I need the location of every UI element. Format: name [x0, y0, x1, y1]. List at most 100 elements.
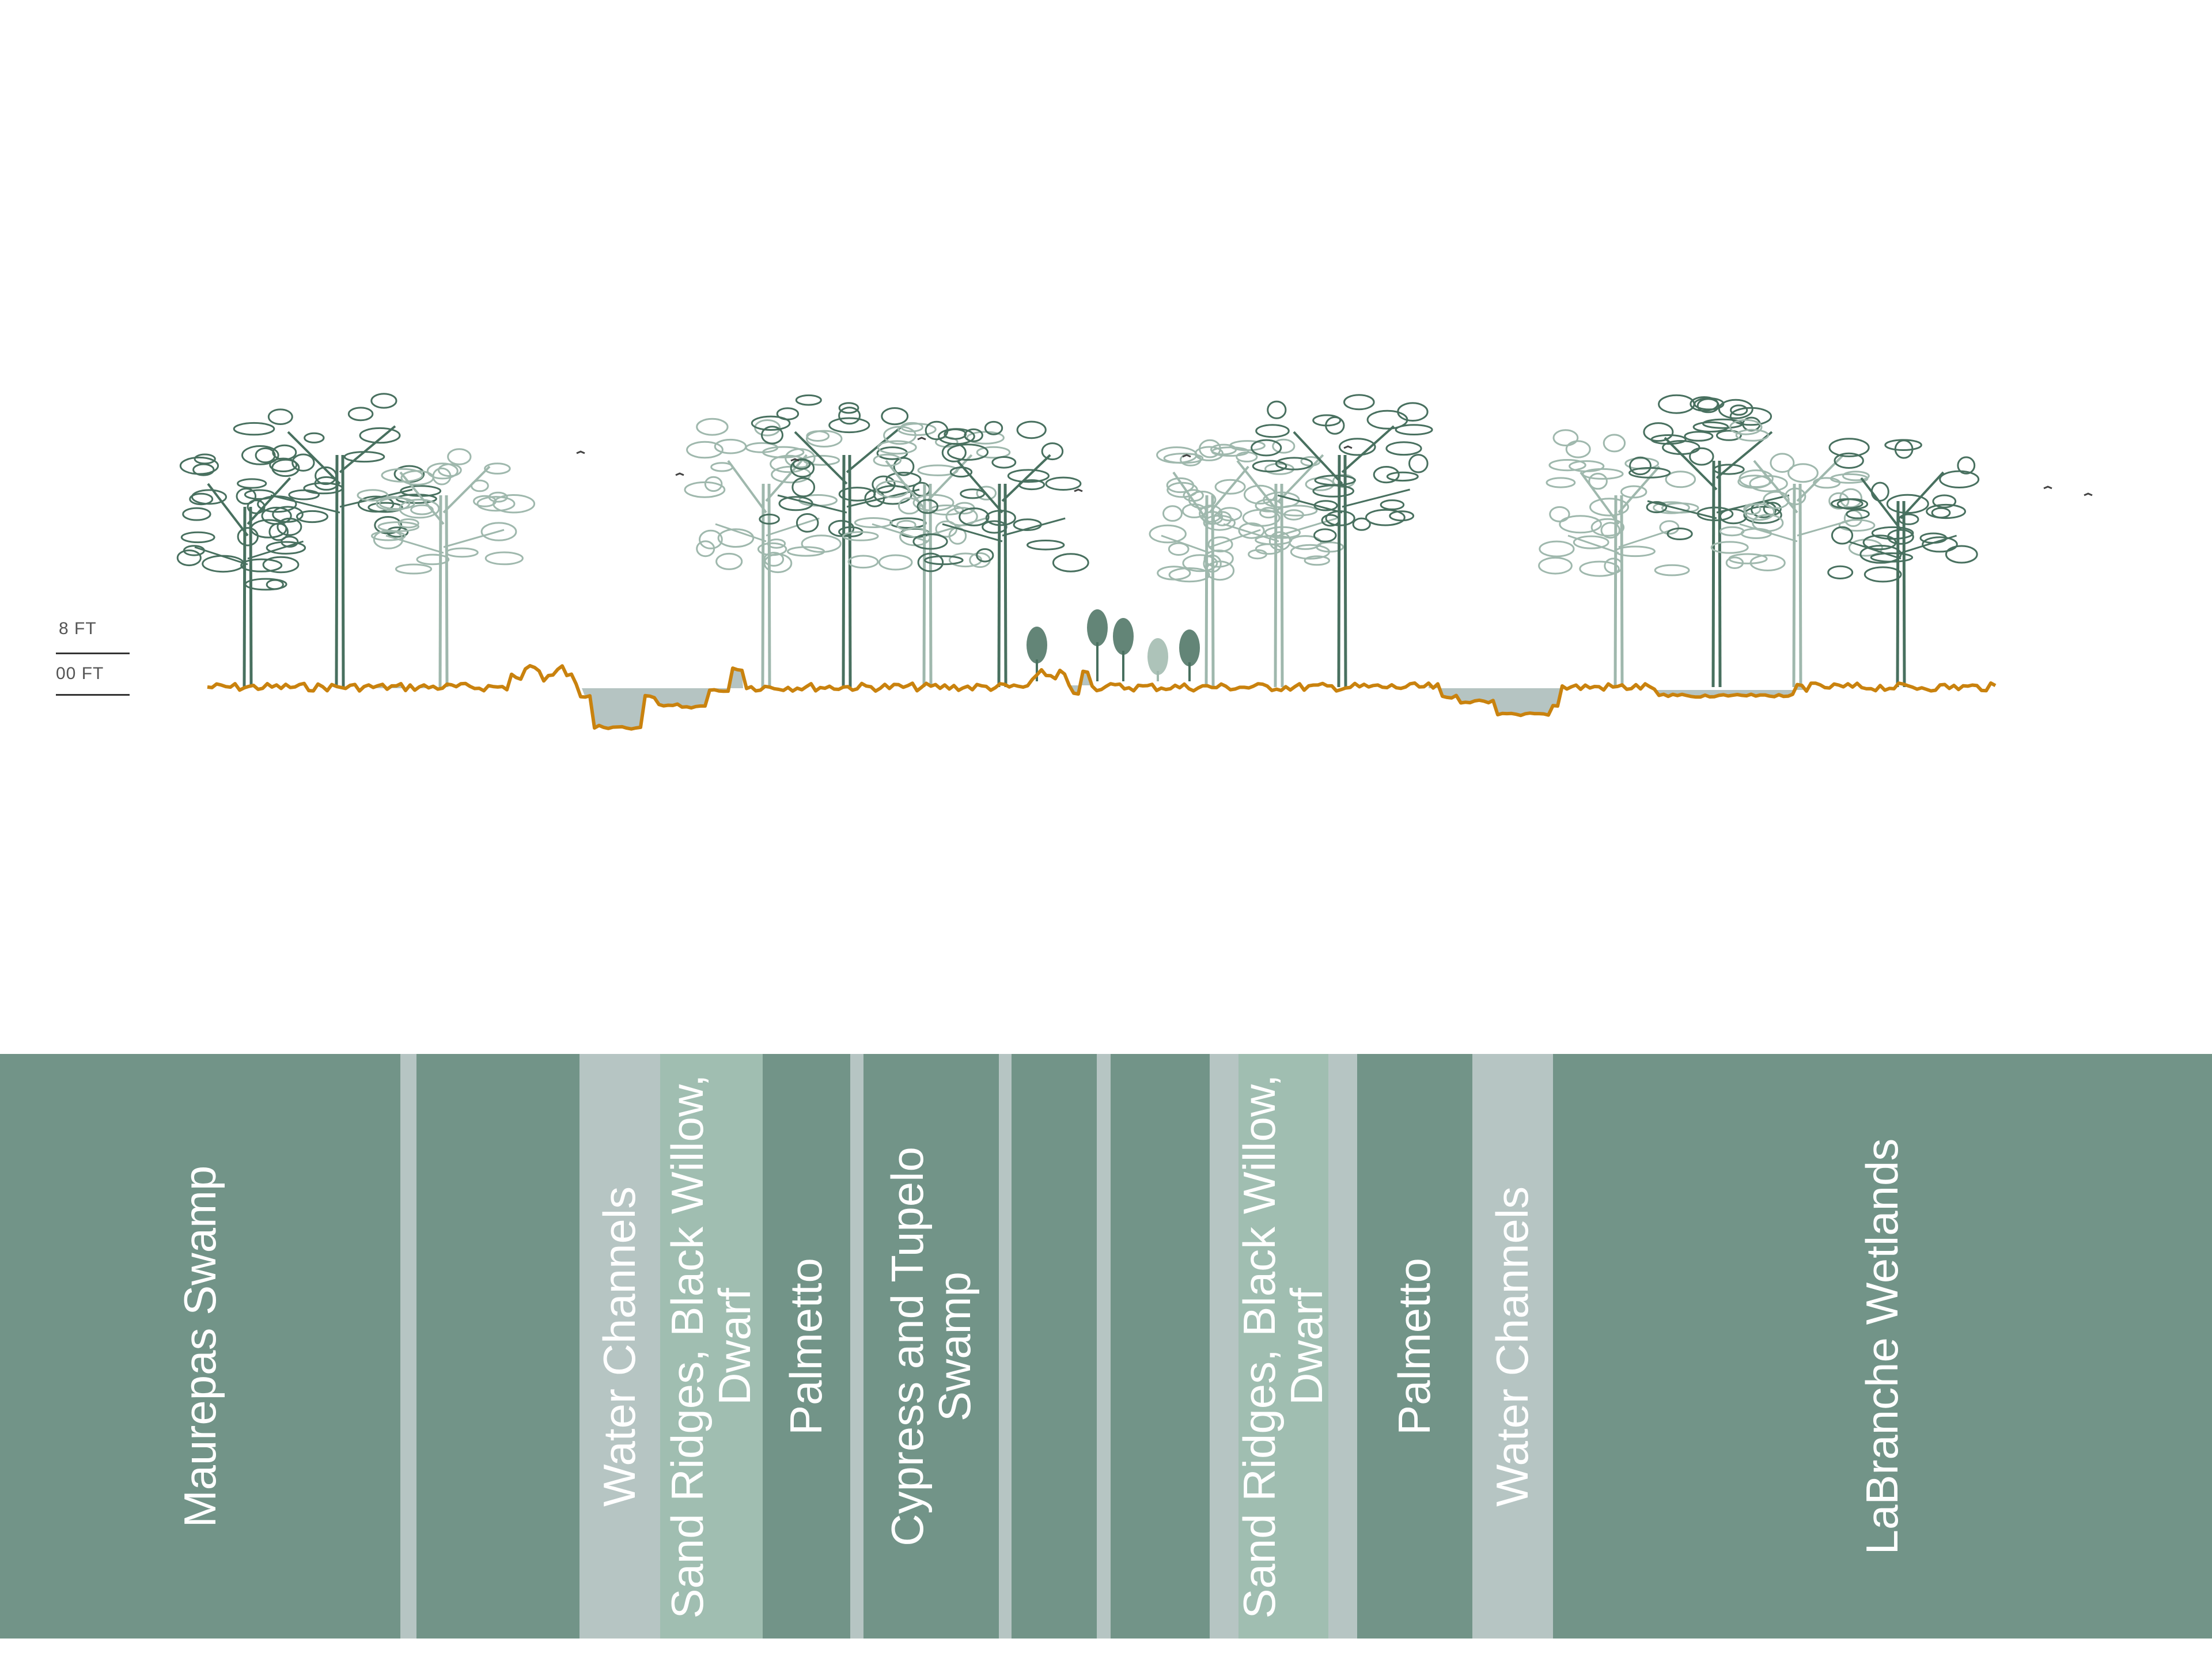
tree-foliage	[877, 440, 917, 455]
tree-branch	[270, 494, 340, 514]
tree-foliage	[1251, 439, 1282, 457]
tree-foliage	[255, 447, 276, 464]
tree-foliage	[778, 496, 813, 511]
band-divider	[1210, 1054, 1238, 1639]
tree-foliage	[878, 554, 913, 571]
tree-foliage	[924, 555, 964, 566]
tree-foliage	[1590, 518, 1625, 537]
tree-foliage	[1255, 534, 1293, 545]
tree-foliage	[281, 536, 299, 548]
tree-foliage	[1263, 491, 1300, 509]
tree-foliage	[759, 513, 780, 525]
tree-foliage	[1539, 540, 1575, 557]
tree	[684, 418, 843, 688]
tree-foliage	[373, 529, 404, 549]
tree-foliage	[416, 553, 450, 566]
tree-foliage	[1659, 520, 1680, 535]
tree-foliage	[315, 466, 338, 486]
tree-foliage	[1162, 505, 1183, 522]
willow-canopy	[1113, 618, 1134, 655]
willow-canopy	[1087, 609, 1108, 646]
tree-foliage	[787, 546, 825, 557]
tree-foliage	[247, 499, 266, 514]
tree-foliage	[180, 531, 215, 544]
band-divider	[850, 1054, 863, 1639]
tree-branch	[942, 523, 1003, 543]
tree-foliage	[801, 534, 842, 553]
tree-foliage	[864, 489, 885, 507]
tree-foliage	[1052, 553, 1089, 572]
scale-label-bottom: 00 FT	[56, 664, 104, 683]
tree-foliage	[438, 463, 462, 477]
tree-group	[176, 393, 1980, 688]
tree-foliage	[1646, 501, 1668, 514]
tree-foliage	[370, 393, 397, 409]
tree-foliage	[1214, 479, 1246, 495]
tree-foliage	[1898, 513, 1919, 525]
tree-foliage	[1312, 414, 1342, 427]
tree-foliage	[1579, 560, 1620, 577]
tree-foliage	[966, 431, 1005, 445]
band-label: Water Channels	[594, 1186, 645, 1507]
band-swamp	[1111, 1054, 1210, 1639]
tree-foliage	[1238, 522, 1265, 539]
tree-foliage	[1730, 404, 1748, 416]
tree-foliage	[1926, 503, 1967, 519]
tree-foliage	[484, 462, 511, 475]
tree-trunk	[1205, 495, 1209, 688]
tree-branch	[766, 517, 820, 537]
tree-foliage	[1018, 479, 1046, 491]
tree-foliage	[805, 430, 843, 447]
tree-foliage	[183, 545, 205, 556]
tree-foliage	[1168, 542, 1190, 556]
tree-foliage	[1658, 394, 1695, 414]
tree-foliage	[1203, 514, 1236, 531]
tree-foliage	[1283, 509, 1304, 521]
tree-foliage	[791, 477, 816, 498]
tree-foliage	[1735, 428, 1770, 442]
tree-foliage	[1180, 453, 1202, 466]
tree-foliage	[381, 468, 423, 483]
tree-foliage	[1763, 491, 1790, 509]
tree-foliage	[1871, 526, 1914, 540]
tree-branch	[1342, 488, 1410, 508]
tree-foliage	[399, 499, 440, 519]
tree-foliage	[1229, 440, 1266, 452]
tree-foliage	[912, 494, 955, 512]
tree-foliage	[842, 531, 879, 541]
tree-foliage	[1156, 446, 1198, 464]
band-swamp	[1012, 1054, 1097, 1639]
tree	[1149, 440, 1283, 688]
tree-foliage	[1862, 534, 1897, 551]
tree-foliage	[917, 464, 959, 476]
tree-branch	[1618, 465, 1660, 514]
tree-foliage	[237, 478, 267, 489]
tree	[842, 422, 1011, 688]
tree-foliage	[304, 432, 325, 443]
tree-foliage	[376, 496, 411, 511]
tree-foliage	[191, 489, 227, 505]
willow-group	[1027, 609, 1200, 681]
band-label: Maurepas Swamp	[174, 1165, 225, 1527]
tree-foliage	[1045, 476, 1082, 491]
tree-foliage	[1573, 535, 1609, 549]
tree-trunk	[335, 454, 339, 688]
tree-trunk	[922, 483, 926, 688]
tree-foliage	[236, 487, 257, 505]
tree-foliage	[792, 458, 811, 470]
tree-foliage	[371, 530, 406, 541]
tree-trunk	[1711, 460, 1715, 688]
tree-foliage	[484, 551, 524, 566]
tree-foliage	[795, 394, 822, 406]
tree-foliage	[1565, 440, 1591, 458]
tree-foliage	[828, 417, 870, 434]
tree-foliage	[1321, 514, 1340, 527]
tree-foliage	[1716, 430, 1742, 441]
bird	[675, 472, 684, 476]
band-label: Palmetto	[1389, 1257, 1440, 1435]
tree-foliage	[1181, 503, 1207, 518]
tree-foliage	[269, 457, 298, 472]
tree-foliage	[471, 479, 489, 492]
tree-foliage	[1203, 554, 1222, 573]
tree-foliage	[1600, 522, 1620, 539]
